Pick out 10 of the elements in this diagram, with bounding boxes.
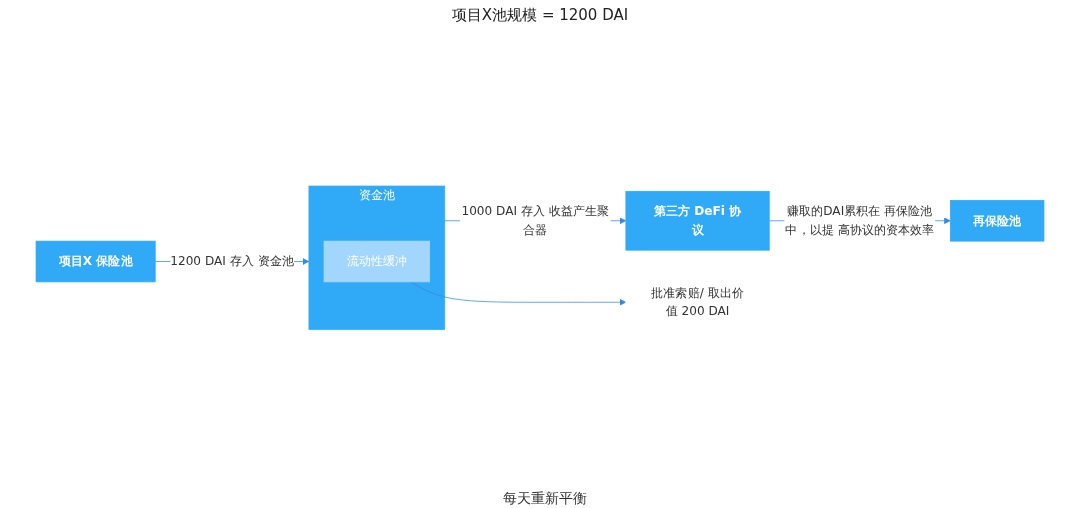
node-box: 流动性缓冲 — [323, 240, 431, 282]
node-text: 批准索赔/ 取出价值 200 DAI — [651, 285, 744, 318]
edge-label: 1000 DAI 存入 收益产生聚合器 — [461, 203, 610, 237]
node-box: 项目X 保险池 — [35, 240, 156, 282]
edge-label: 1200 DAI 存入 资金池 — [170, 253, 294, 268]
diagram-title: 项目X池规模 = 1200 DAI — [451, 6, 629, 25]
edge-label: 赚取的DAI累积在 再保险池中，以提 高协议的资本效率 — [785, 203, 935, 237]
node-box: 第三方 DeFi 协议 — [625, 190, 770, 251]
note-text: 每天重新平衡 — [503, 490, 587, 508]
node-box: 再保险池 — [950, 199, 1045, 242]
